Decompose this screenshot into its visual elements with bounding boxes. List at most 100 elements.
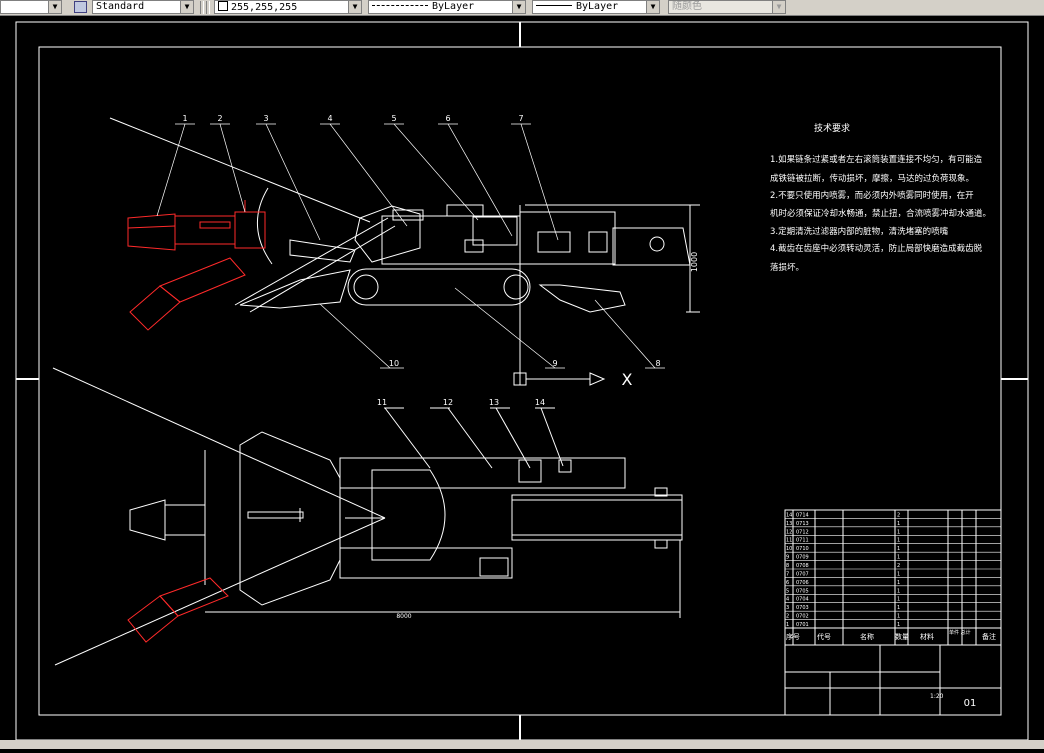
lineweight-value: ByLayer	[576, 1, 619, 12]
linetype-preview-icon	[372, 5, 428, 6]
bom-cell: 0711	[796, 538, 809, 544]
bom-cell: 0703	[796, 605, 809, 611]
bom-cell: 1	[897, 614, 900, 620]
bom-cell: 0704	[796, 597, 809, 603]
chevron-down-icon: ▼	[512, 1, 525, 13]
tech-line: 3.定期清洗过滤器内部的脏物，清洗堵塞的喷嘴	[770, 226, 949, 237]
bom-cell: 1	[786, 622, 789, 628]
bom-cell: 0712	[796, 529, 809, 535]
tech-line: 1.如果链条过紧或者左右滚筒装置连接不均匀，有可能造	[770, 154, 983, 165]
bom-cell: 1	[897, 597, 900, 603]
bom-cell: 8	[786, 563, 789, 569]
side-view: 1 2 3 4 5 6 7 10 9 8 1000	[109, 114, 700, 385]
bom-cell: 2	[786, 614, 789, 620]
drawing-number: 01	[964, 698, 977, 709]
cutting-head-red	[127, 200, 266, 331]
drawing-canvas[interactable]: 1 2 3 4 5 6 7 10 9 8 1000 X	[0, 16, 1044, 749]
text-style-dropdown[interactable]: Standard ▼	[92, 0, 194, 14]
tech-requirements: 技术要求 1.如果链条过紧或者左右滚筒装置连接不均匀，有可能造 成铁链被拉断，传…	[770, 122, 991, 273]
bom-header: 序号 代号 名称 数量 材料 单件 总计 备注 1:20 01	[786, 629, 996, 709]
color-swatch-icon	[218, 1, 228, 11]
lineweight-dropdown[interactable]: ByLayer▼	[532, 0, 660, 14]
bom-cell: 13	[786, 521, 792, 527]
bom-cell: 0710	[796, 546, 809, 552]
bom-cell: 1	[897, 588, 900, 594]
tech-line: 4.截齿在齿座中必须转动灵活，防止局部快磨造成截齿脱	[770, 243, 983, 254]
balloon-label: 3	[263, 114, 268, 123]
bom-cell: 0714	[796, 512, 809, 518]
toolbar-separator	[206, 1, 210, 14]
balloon-label: 13	[489, 398, 499, 407]
bom-header-cell: 序号	[786, 632, 800, 641]
bom-cell: 1	[897, 546, 900, 552]
bom-table	[784, 509, 1002, 716]
bom-cell: 10	[786, 546, 792, 552]
bom-cell: 0707	[796, 571, 809, 577]
balloon-label: 5	[391, 114, 396, 123]
bom-cell: 1	[897, 571, 900, 577]
bom-cell: 4	[786, 597, 789, 603]
bom-header-cell: 数量	[895, 632, 909, 641]
bom-header-cell: 单件 总计	[949, 629, 971, 636]
bom-header-cell: 备注	[982, 632, 996, 641]
bom-cell: 3	[786, 605, 789, 611]
tech-line: 2.不要只使用内喷雾，而必须内外喷雾同时使用，在开	[770, 190, 974, 201]
bom-cell: 2	[897, 512, 900, 518]
balloon-label: 12	[443, 398, 453, 407]
plan-view: 11 12 13 14 8000	[52, 367, 683, 666]
linetype-value: ByLayer	[432, 1, 475, 12]
cad-drawing: 1 2 3 4 5 6 7 10 9 8 1000 X	[15, 21, 1029, 741]
ucs-icon	[513, 358, 606, 386]
toolbar-separator	[200, 1, 204, 14]
text-style-icon[interactable]	[74, 1, 87, 13]
bom-cell: 0702	[796, 614, 809, 620]
bom-cell: 0709	[796, 555, 809, 561]
electric-box	[537, 231, 571, 253]
bom-header-cell: 代号	[817, 632, 831, 641]
bom-cell: 14	[786, 512, 792, 518]
chevron-down-icon: ▼	[348, 1, 361, 13]
bom-header-cell: 名称	[860, 632, 874, 641]
bom-cell: 1	[897, 529, 900, 535]
bom-cell: 0713	[796, 521, 809, 527]
bom-cell: 1	[897, 580, 900, 586]
text-style-value: Standard	[96, 1, 145, 12]
bom-cell: 11	[786, 538, 792, 544]
layer-dropdown[interactable]: ▼	[0, 0, 62, 14]
dimension-height: 1000	[690, 252, 699, 272]
bom-cell: 1	[897, 555, 900, 561]
plotstyle-value: 随颜色	[672, 1, 702, 12]
balloon-label: 4	[327, 114, 332, 123]
bom-cell: 1	[897, 622, 900, 628]
scale-value: 1:20	[930, 693, 944, 700]
tech-title: 技术要求	[814, 122, 850, 134]
bom-cell: 0706	[796, 580, 809, 586]
outer-frame	[15, 21, 1029, 741]
balloon-label: 6	[445, 114, 450, 123]
bom-cell: 0705	[796, 588, 809, 594]
bom-cell: 1	[897, 521, 900, 527]
balloon-label: 8	[655, 359, 660, 368]
boom-body	[234, 217, 389, 306]
balloon-label: 14	[535, 398, 545, 407]
bom-header-cell: 材料	[920, 632, 934, 641]
color-dropdown[interactable]: 255,255,255▼	[214, 0, 362, 14]
bom-cell: 0708	[796, 563, 809, 569]
plotstyle-dropdown[interactable]: 随颜色▼	[668, 0, 786, 14]
balloon-label: 9	[552, 359, 557, 368]
tech-line: 机时必须保证冷却水畅通，禁止扭，合流喷雾冲却水通道。	[770, 208, 991, 219]
ucs-x-label: X	[622, 370, 633, 389]
bom-cell: 1	[897, 538, 900, 544]
chevron-down-icon: ▼	[180, 1, 193, 13]
balloon-label: 10	[389, 359, 399, 368]
bom-cell: 2	[897, 563, 900, 569]
balloon-label: 11	[377, 398, 387, 407]
balloon-label: 2	[217, 114, 222, 123]
balloon-label: 1	[182, 114, 187, 123]
crawler-track	[347, 268, 531, 306]
status-strip	[0, 740, 1044, 749]
dimension-length: 8000	[396, 613, 411, 620]
properties-toolbar: ▼ Standard ▼ 255,255,255▼ ByLayer ▼ ByLaye…	[0, 0, 1044, 16]
linetype-dropdown[interactable]: ByLayer ▼	[368, 0, 526, 14]
